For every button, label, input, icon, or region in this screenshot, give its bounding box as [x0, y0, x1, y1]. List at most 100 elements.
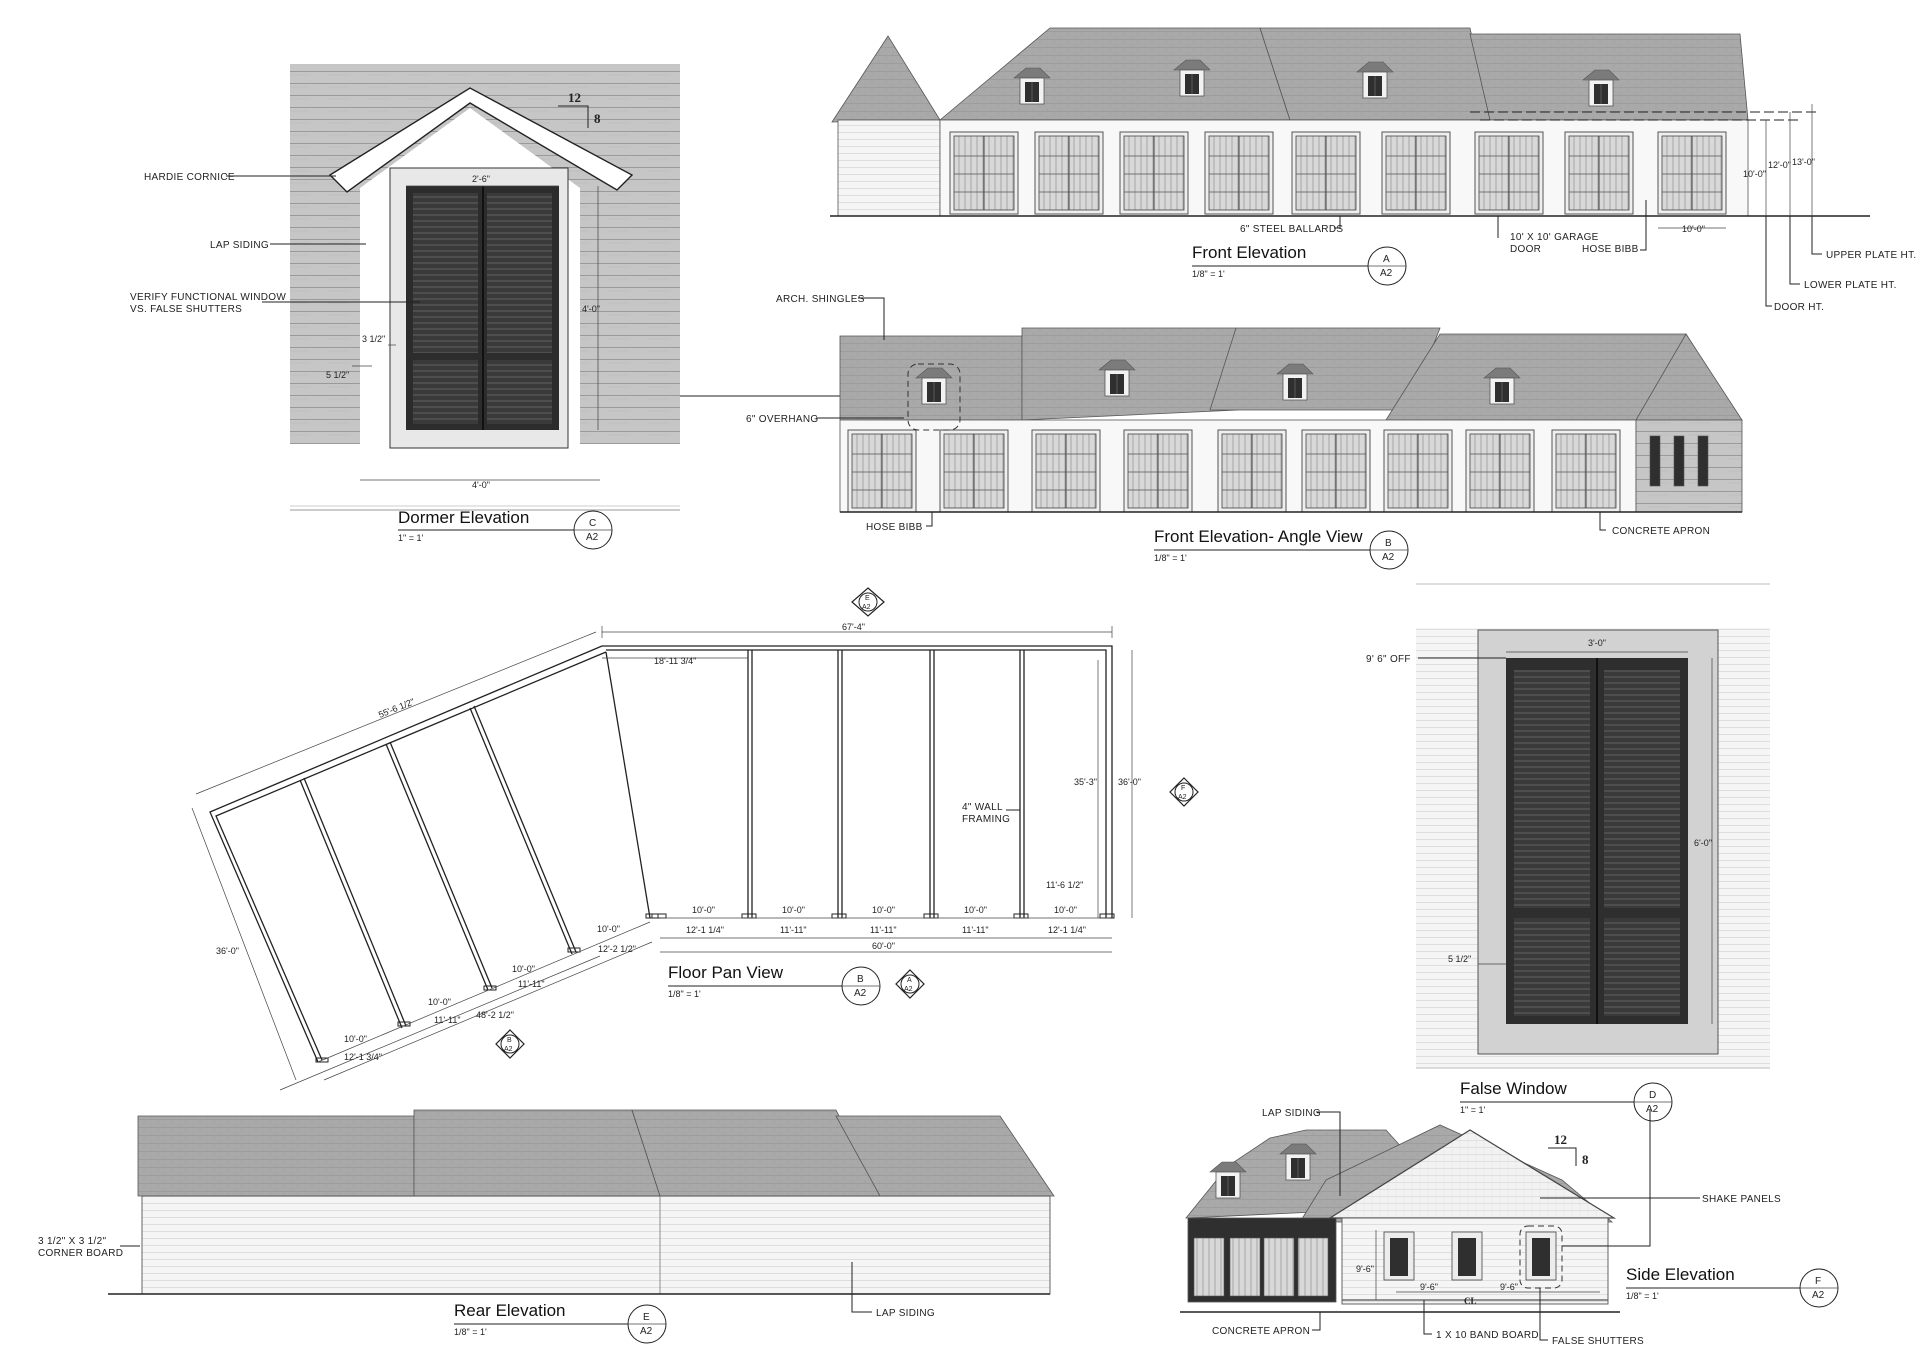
front-dim-12: 12'-0"	[1768, 160, 1791, 170]
floor-title: Floor Pan View	[668, 963, 784, 982]
dormer-dim-trim-b: 5 1/2"	[326, 370, 349, 380]
angle-bubble-bottom: A2	[1382, 552, 1395, 563]
dormer-dim-trim-a: 3 1/2"	[362, 334, 385, 344]
dormer-dim-width-bottom: 4'-0"	[472, 480, 490, 490]
note-steel-ballards: 6" STEEL BALLARDS	[1240, 224, 1343, 235]
svg-text:A2: A2	[904, 986, 913, 993]
false-window-bubble-bottom: A2	[1646, 1104, 1659, 1115]
floor-bay-straight-3: 10'-0"	[872, 905, 895, 915]
side-dim-w1: 9'-6"	[1420, 1282, 1438, 1292]
floor-row2-angled-2: 11'-11"	[434, 1015, 461, 1025]
dormer-bubble-top: C	[589, 518, 596, 529]
note-hardie-cornice: HARDIE CORNICE	[144, 172, 235, 183]
front-angle-elevation: ARCH. SHINGLES 6" OVERHANG HOSE BIBB CON…	[746, 294, 1743, 570]
floor-bay-straight-5: 10'-0"	[1054, 905, 1077, 915]
angle-bubble-top: B	[1385, 538, 1392, 549]
side-centerline: CL	[1464, 1296, 1477, 1306]
svg-text:E: E	[865, 595, 870, 602]
side-title: Side Elevation	[1626, 1265, 1735, 1284]
svg-text:F: F	[1181, 785, 1185, 792]
note-shake-panels: SHAKE PANELS	[1702, 1194, 1781, 1205]
rear-bubble-top: E	[643, 1312, 650, 1323]
floor-dim-diag-top: 55'-6 1/2"	[377, 696, 416, 719]
false-window-title: False Window	[1460, 1079, 1567, 1098]
dormer-scale: 1" = 1'	[398, 533, 423, 543]
dormer-pitch-rise: 8	[594, 111, 601, 126]
floor-row2-angled-4: 12'-2 1/2"	[598, 944, 636, 954]
angle-scale: 1/8" = 1'	[1154, 553, 1187, 563]
note-off: 9' 6" OFF	[1366, 654, 1411, 665]
false-window-bubble-top: D	[1649, 1090, 1656, 1101]
floor-bubble-bottom: A2	[854, 988, 867, 999]
note-verify-1: VERIFY FUNCTIONAL WINDOW	[130, 292, 286, 303]
front-bubble-bottom: A2	[1380, 268, 1393, 279]
dormer-elevation: 12 8 2'-6" 4'-0" 4'-0" 3 1/2" 5 1/2" HAR…	[130, 64, 680, 550]
note-garage-door-2: DOOR	[1510, 244, 1541, 255]
dormer-pitch-run: 12	[568, 90, 581, 105]
floor-row2-angled-1: 12'-1 3/4"	[344, 1052, 382, 1062]
note-corner-board-2: CORNER BOARD	[38, 1248, 123, 1259]
floor-dim-right-11: 11'-6 1/2"	[1046, 880, 1083, 890]
floor-dim-total-48: 48'-2 1/2"	[476, 1010, 514, 1020]
floor-dim-total-60: 60'-0"	[872, 941, 895, 951]
note-verify-2: VS. FALSE SHUTTERS	[130, 304, 242, 315]
floor-scale: 1/8" = 1'	[668, 989, 701, 999]
side-scale: 1/8" = 1'	[1626, 1291, 1659, 1301]
front-bubble-top: A	[1383, 254, 1390, 265]
note-lower-plate: LOWER PLATE HT.	[1804, 280, 1897, 291]
side-bubble-bottom: A2	[1812, 1290, 1825, 1301]
rear-elevation: 3 1/2" X 3 1/2" CORNER BOARD LAP SIDING …	[38, 1109, 1055, 1344]
floor-dim-corner: 18'-11 3/4"	[654, 656, 696, 666]
false-window-detail: 3'-0" 6'-0" 5 1/2" 9' 6" OFF False Windo…	[1366, 583, 1770, 1122]
rear-wall	[141, 1195, 1051, 1295]
side-bubble-top: F	[1815, 1276, 1821, 1287]
note-band-board: 1 X 10 BAND BOARD	[1436, 1330, 1539, 1341]
floor-row2-straight-2: 11'-11"	[780, 925, 807, 935]
front-dim-10: 10'-0"	[1743, 169, 1766, 179]
floor-row2-straight-4: 11'-11"	[962, 925, 989, 935]
floor-dim-left-36: 36'-0"	[216, 946, 239, 956]
floor-dim-right-35: 35'-3"	[1074, 777, 1097, 787]
side-false-shutter-callout	[1519, 1225, 1563, 1289]
side-pitch-run: 12	[1554, 1132, 1567, 1147]
note-wall-framing-2: FRAMING	[962, 814, 1010, 825]
floor-bubble-top: B	[857, 974, 864, 985]
note-overhang: 6" OVERHANG	[746, 414, 818, 425]
note-dormer-lap-siding: LAP SIDING	[210, 240, 269, 251]
rear-title: Rear Elevation	[454, 1301, 566, 1320]
angle-title: Front Elevation- Angle View	[1154, 527, 1363, 546]
note-concrete-apron-side: CONCRETE APRON	[1212, 1326, 1310, 1337]
svg-text:A: A	[907, 977, 912, 984]
note-false-shutters: FALSE SHUTTERS	[1552, 1336, 1644, 1347]
dormer-dim-width-top: 2'-6"	[472, 174, 490, 184]
front-title: Front Elevation	[1192, 243, 1306, 262]
false-window-dim-height: 6'-0"	[1694, 838, 1712, 848]
note-concrete-apron-front: CONCRETE APRON	[1612, 526, 1710, 537]
svg-text:B: B	[507, 1037, 512, 1044]
false-window-scale: 1" = 1'	[1460, 1105, 1485, 1115]
false-window-dim-width: 3'-0"	[1588, 638, 1606, 648]
side-elevation: 12 8 9'-6" 9'-6" 9'-6" CL LAP SIDING SHA…	[1180, 1108, 1839, 1347]
svg-text:A2: A2	[1178, 794, 1187, 801]
floor-plan: 67'-4" 18'-11 3/4" 55'-6 1/2" 36'-0" 35'…	[191, 587, 1199, 1091]
rear-bubble-bottom: A2	[640, 1326, 653, 1337]
svg-text:A2: A2	[862, 604, 871, 611]
front-elevation: 10'-0" 12'-0" 13'-0" UPPER PLATE HT. LOW…	[830, 27, 1916, 313]
note-door-ht: DOOR HT.	[1774, 302, 1824, 313]
dormer-title: Dormer Elevation	[398, 508, 529, 527]
rear-scale: 1/8" = 1'	[454, 1327, 487, 1337]
marker-f-section: F A2	[1169, 777, 1199, 807]
marker-e-section: E A2	[851, 587, 885, 617]
marker-a-section: A A2	[895, 969, 925, 999]
floor-row2-straight-1: 12'-1 1/4"	[686, 925, 724, 935]
front-dim-door-width: 10'-0"	[1682, 224, 1705, 234]
false-window-dim-trim: 5 1/2"	[1448, 954, 1471, 964]
note-front-hose-bibb: HOSE BIBB	[1582, 244, 1639, 255]
note-garage-door-1: 10' X 10' GARAGE	[1510, 232, 1599, 243]
floor-row2-straight-3: 11'-11"	[870, 925, 897, 935]
dormer-cornice	[328, 87, 634, 193]
note-rear-lap-siding: LAP SIDING	[876, 1308, 935, 1319]
floor-bay-angled-3: 10'-0"	[512, 964, 535, 974]
side-dim-w2: 9'-6"	[1500, 1282, 1518, 1292]
floor-bay-straight-2: 10'-0"	[782, 905, 805, 915]
